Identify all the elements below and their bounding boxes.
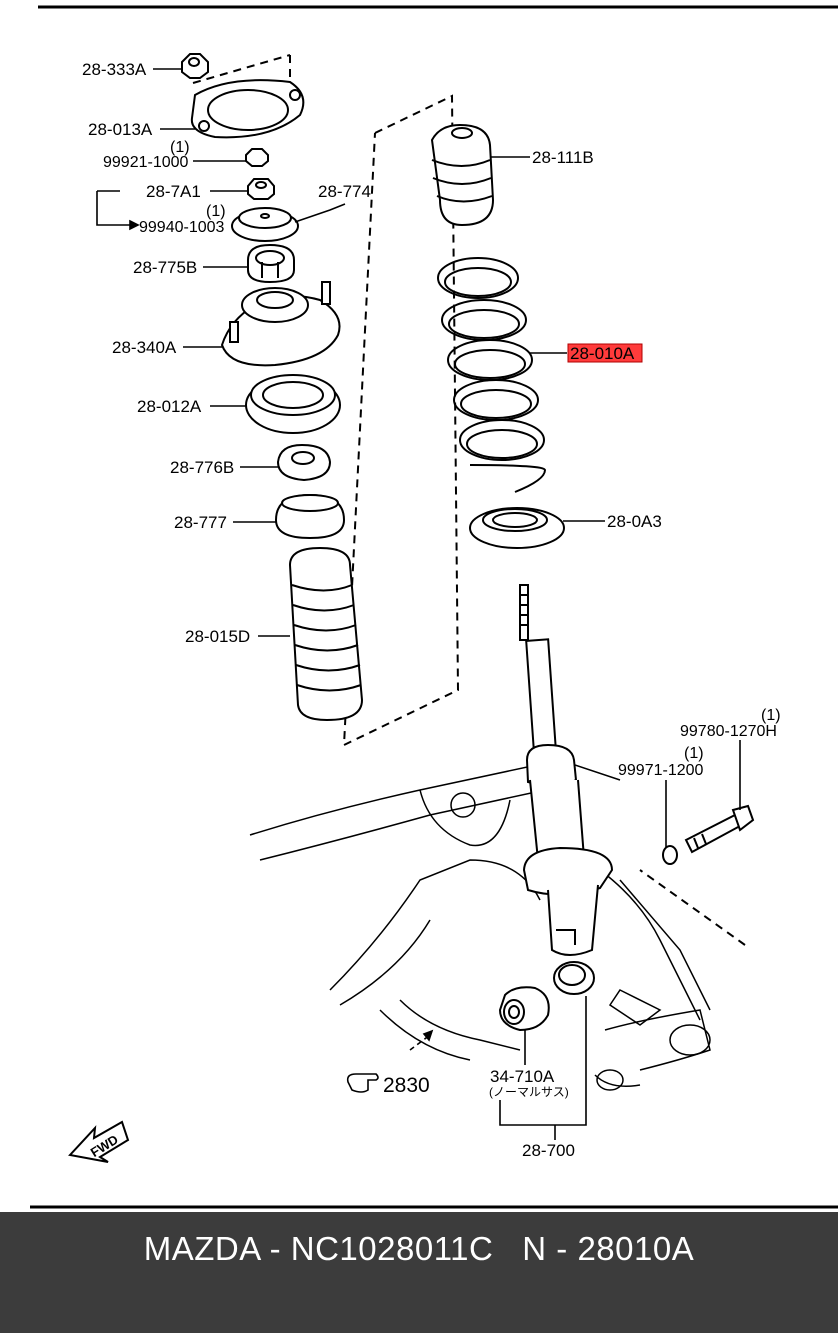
nut-99971-1200-part bbox=[662, 845, 678, 865]
stopper-28-111B-part bbox=[430, 123, 495, 227]
hand-pointer-icon bbox=[346, 1073, 379, 1093]
label-99921-qty: (1) bbox=[170, 139, 190, 156]
label-99921-1000: 99921-1000 bbox=[103, 154, 189, 171]
label-28-776B: 28-776B bbox=[170, 458, 234, 477]
nut-28-7A1-part bbox=[247, 178, 275, 200]
label-28-700: 28-700 bbox=[522, 1141, 575, 1160]
highlight-28-010A bbox=[567, 343, 643, 363]
coil-spring-28-010A-part bbox=[437, 257, 547, 493]
footer-title: MAZDA - NC1028011C N - 28010A bbox=[143, 1230, 695, 1267]
bushing-28-775B-part bbox=[247, 243, 295, 284]
label-28-010A: 28-010A bbox=[570, 344, 635, 363]
label-28-333A: 28-333A bbox=[82, 60, 147, 79]
boot-28-015D-part bbox=[288, 546, 364, 722]
label-28-015D: 28-015D bbox=[185, 627, 250, 646]
label-28-111B: 28-111B bbox=[532, 148, 594, 167]
plate-28-013A-part bbox=[190, 79, 305, 139]
label-28-013A: 28-013A bbox=[88, 120, 153, 139]
bushing-28-776B-part bbox=[276, 443, 332, 482]
label-99971-1200: 99971-1200 bbox=[618, 762, 704, 779]
leader-lines bbox=[96, 68, 741, 1140]
label-28-7A1: 28-7A1 bbox=[146, 182, 201, 201]
fwd-arrow-icon: FWD bbox=[68, 1120, 130, 1163]
suspension-exploded-diagram: 28-333A 28-013A (1) 99921-1000 28-7A1 28… bbox=[30, 5, 838, 1209]
label-99940-1003: 99940-1003 bbox=[139, 219, 225, 236]
label-99780-qty: (1) bbox=[761, 707, 781, 724]
mount-28-340A-part bbox=[220, 281, 341, 367]
label-28-340A: 28-340A bbox=[112, 338, 177, 357]
label-99971-qty: (1) bbox=[684, 745, 704, 762]
label-99940-qty: (1) bbox=[206, 203, 226, 220]
stopper-28-777-part bbox=[274, 493, 346, 540]
label-28-0A3: 28-0A3 bbox=[607, 512, 662, 531]
label-28-775B: 28-775B bbox=[133, 258, 197, 277]
bushing-34-710A-part bbox=[498, 986, 550, 1032]
label-99780-1270H: 99780-1270H bbox=[680, 723, 777, 740]
seat-28-012A-part bbox=[245, 374, 341, 434]
nut-99921-1000-part bbox=[245, 148, 269, 167]
spring-seat-28-0A3-part bbox=[469, 507, 565, 549]
label-28-774: 28-774 bbox=[318, 182, 371, 201]
label-34-710A-note: (ノーマルサス) bbox=[489, 1085, 569, 1099]
nut-28-333A-part bbox=[181, 53, 209, 79]
label-28-777: 28-777 bbox=[174, 513, 227, 532]
label-34-710A: 34-710A bbox=[490, 1067, 555, 1086]
subframe-outline bbox=[249, 759, 711, 1091]
bolt-99780-1270H-part bbox=[684, 804, 755, 854]
label-28-012A: 28-012A bbox=[137, 397, 202, 416]
ref-2830: 2830 bbox=[383, 1074, 430, 1097]
shock-absorber-part bbox=[519, 584, 614, 995]
cap-28-774-part bbox=[231, 207, 299, 242]
footer-bar: MAZDA - NC1028011C N - 28010A bbox=[0, 1212, 838, 1333]
